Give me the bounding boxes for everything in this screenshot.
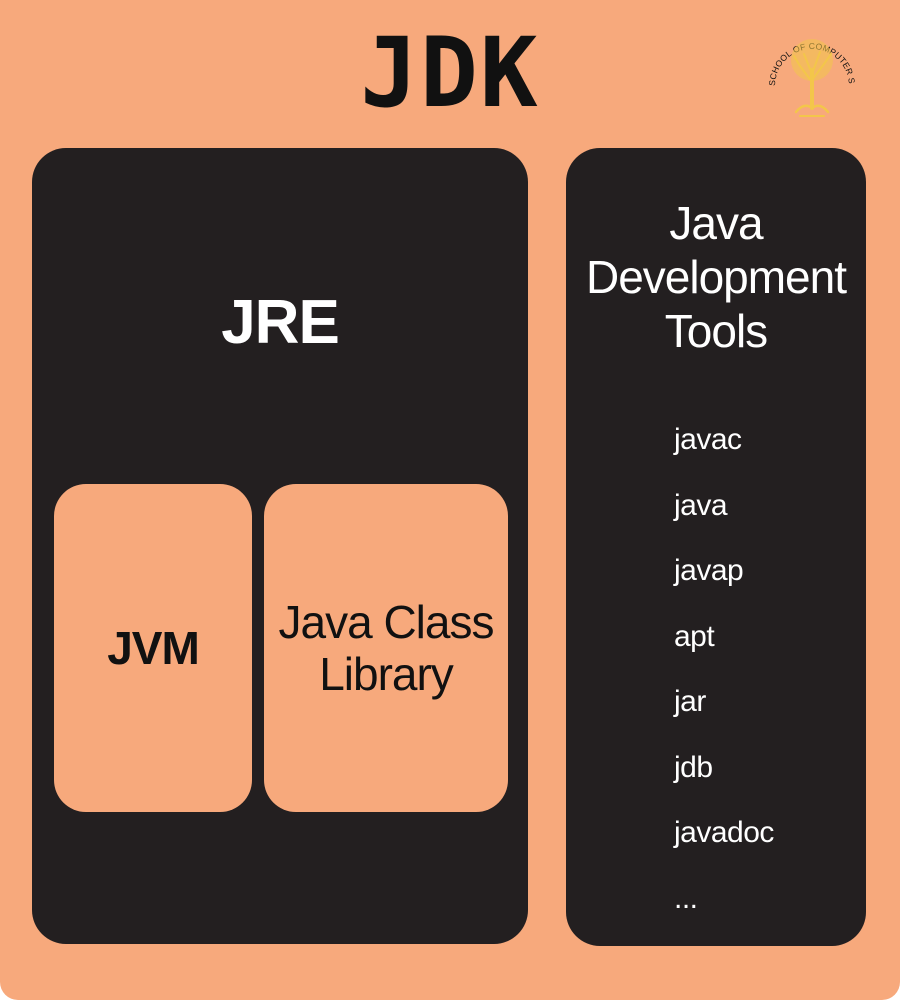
tool-item-ellipsis: ... xyxy=(674,881,698,915)
tools-title: Java Development Tools xyxy=(585,197,847,357)
java-class-library-box: Java Class Library xyxy=(264,484,508,812)
jdk-title: JDK xyxy=(360,17,540,129)
java-development-tools-panel: Java Development Tools javac java javap … xyxy=(566,148,866,946)
tool-item-javadoc: javadoc xyxy=(674,816,774,849)
tool-item-apt: apt xyxy=(674,619,715,653)
tools-list: javac java javap apt jar jdb javadoc ... xyxy=(674,420,774,944)
jvm-box: JVM xyxy=(54,484,252,812)
tool-item-java: java xyxy=(674,488,728,522)
tool-item-javac: javac xyxy=(674,423,742,456)
jre-panel: JRE JVM Java Class Library xyxy=(32,148,528,944)
tool-item-javap: javap xyxy=(674,554,744,587)
java-class-library-label: Java Class Library xyxy=(278,596,495,700)
school-logo-icon: SCHOOL OF COMPUTER SCIENCE xyxy=(760,8,857,117)
tool-item-jar: jar xyxy=(674,685,706,718)
tree-icon xyxy=(791,39,833,117)
jre-label: JRE xyxy=(221,288,340,357)
jvm-label: JVM xyxy=(107,622,200,674)
tool-item-jdb: jdb xyxy=(674,750,713,784)
